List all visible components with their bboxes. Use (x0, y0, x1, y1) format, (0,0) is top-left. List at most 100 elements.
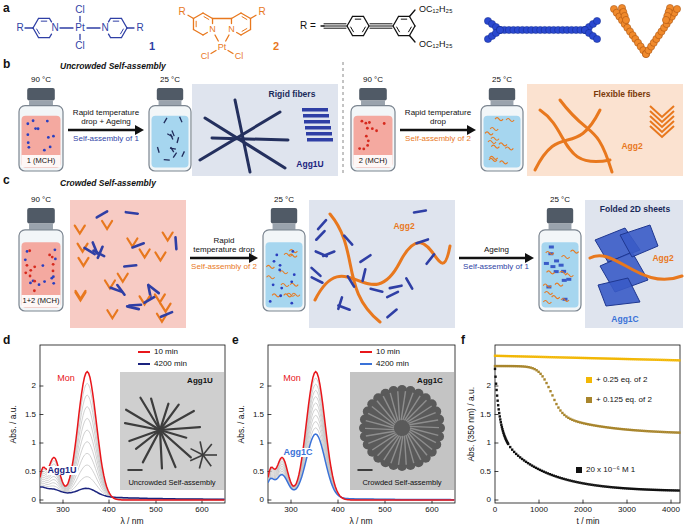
fiber (125, 423, 160, 430)
aggregate-label: Agg2 (621, 142, 642, 151)
molecule-1 (344, 236, 352, 245)
tick-mark (495, 500, 498, 501)
sheet-fold (410, 430, 436, 443)
molecule-dot (375, 129, 378, 132)
molecule-dot (37, 127, 40, 130)
condition-title: Uncrowded Self-assembly (60, 62, 166, 71)
fiber (199, 455, 203, 469)
stacked-molecule (650, 126, 674, 137)
molecule-dot (367, 139, 370, 142)
atom-label: Cl (75, 41, 84, 51)
molecule-1 (84, 248, 94, 254)
substituent-label: OC₁₂H₂₅ (419, 5, 453, 14)
molecule-dot (361, 120, 364, 123)
tick-mark (671, 500, 672, 503)
arrow-head (467, 125, 476, 135)
sample-label: 1+2 (MCH) (23, 297, 60, 305)
ring-bond (39, 37, 50, 38)
data-point (506, 442, 508, 444)
fiber-mark (490, 127, 498, 130)
atom-label: R (136, 23, 143, 33)
tick-label: 1.5 (480, 411, 491, 419)
vial-body (19, 106, 63, 171)
ring-bond (353, 16, 364, 17)
micrograph (350, 372, 454, 490)
fiber-mark (280, 271, 288, 274)
sheet-fold (390, 393, 398, 421)
ring-bond (231, 13, 241, 19)
tick-label: 1 (260, 439, 264, 447)
legend-label: 4200 min (154, 360, 187, 368)
molecule-dot (269, 300, 272, 303)
molecule-dot (48, 253, 51, 256)
molecule-dot (33, 289, 36, 292)
panel-letter: d (3, 334, 10, 346)
fiber-mark (284, 253, 292, 256)
ring-double-bond (351, 27, 354, 32)
fiber-mark (292, 293, 300, 296)
zoom-panel: Rigid fibersAgg1U (192, 84, 338, 176)
image-label: Agg1U (187, 377, 213, 385)
fiber (160, 405, 179, 430)
fiber-mark (561, 299, 569, 302)
atom-bead (496, 26, 503, 33)
ring-double-bond (196, 21, 197, 27)
ring-bond (237, 33, 241, 36)
molecule-dot (293, 273, 296, 276)
molecule-1 (124, 265, 136, 266)
zoom-ground (309, 200, 455, 328)
molecule-dot (383, 122, 386, 125)
data-point (494, 368, 496, 370)
sheet-fold (409, 420, 438, 425)
data-point (539, 373, 541, 375)
molecule-dot (273, 260, 276, 263)
tick-label: 0 (493, 506, 497, 514)
ring-bond (347, 16, 353, 26)
axis-title: t / min (576, 517, 599, 526)
tick-label: 0 (487, 496, 491, 504)
fiber-mark (545, 291, 553, 294)
atom-label: Cl (235, 52, 244, 61)
fiber-mark (289, 250, 297, 253)
vial: 25 °C (262, 208, 306, 312)
molecule-1 (161, 312, 172, 317)
data-point (496, 399, 498, 401)
molecule-dot (34, 127, 37, 130)
atom-label: Pt (218, 43, 227, 52)
tick-label: 500 (378, 506, 391, 514)
legend-line (360, 363, 372, 365)
ring-bond (193, 19, 194, 30)
fiber-mark (164, 118, 167, 123)
tick-label: 400 (331, 506, 344, 514)
data-point (547, 386, 549, 388)
triple-bond (324, 28, 346, 29)
vial-outline (148, 88, 192, 172)
tick-label: 0 (32, 496, 36, 504)
data-point (500, 421, 502, 423)
vial-liquid (484, 116, 521, 168)
bond-line (410, 10, 416, 17)
axis-title: Abs. / a.u. (9, 405, 18, 443)
legend-swatch (576, 467, 582, 473)
molecule-dot (32, 119, 35, 122)
plot-frame (40, 345, 225, 503)
panel-letter: a (3, 2, 10, 14)
ring-double-bond (401, 19, 407, 20)
data-point (551, 394, 553, 396)
molecule-1 (414, 211, 426, 213)
molecule-dot (47, 136, 50, 139)
triple-bond (370, 28, 392, 29)
morphology-label: Folded 2D sheets (600, 205, 670, 214)
ring-bond (111, 37, 122, 38)
tick-label: 0.5 (25, 468, 36, 476)
ring-double-bond (409, 27, 412, 32)
vial-cap (547, 208, 573, 224)
molecule-2 (155, 294, 165, 302)
substituent-label: OC₁₂H₂₅ (419, 40, 453, 49)
legend-label: 20 x 10⁻⁶ M 1 (586, 466, 635, 474)
fiber-mark (290, 283, 298, 286)
temperature-label: 25 °C (160, 76, 180, 84)
arrow-shaft (190, 257, 250, 260)
sheet-mark (562, 279, 567, 282)
molecule-2 (75, 292, 85, 300)
